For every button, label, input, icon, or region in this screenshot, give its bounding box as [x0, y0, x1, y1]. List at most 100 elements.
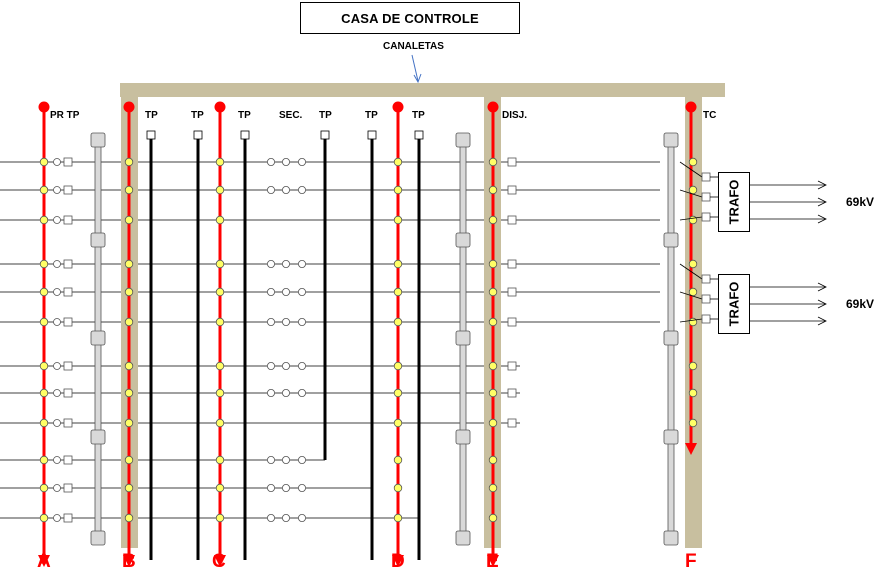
yellow-node [688, 157, 698, 167]
output-arrowhead [817, 299, 827, 309]
pillar-block [455, 232, 471, 248]
pillar-block [455, 530, 471, 546]
pillar-block [455, 330, 471, 346]
tc-square [701, 192, 711, 202]
yellow-node [488, 157, 498, 167]
pillar-block [663, 429, 679, 445]
yellow-node [215, 388, 225, 398]
yellow-node [39, 287, 49, 297]
output-arrowhead [817, 197, 827, 207]
bus-arrowhead [487, 555, 499, 567]
tc-square [701, 212, 711, 222]
breaker-square [507, 259, 517, 269]
yellow-node [215, 361, 225, 371]
pillar-block [455, 429, 471, 445]
bus-arrowhead [392, 555, 404, 567]
yellow-node [39, 215, 49, 225]
white-node [53, 186, 61, 194]
yellow-node [124, 455, 134, 465]
white-node [53, 318, 61, 326]
pillar-block [90, 330, 106, 346]
transformer-connections [679, 161, 827, 326]
yellow-node [215, 455, 225, 465]
yellow-node [393, 215, 403, 225]
tc-link [679, 318, 703, 323]
terminal-square [320, 130, 330, 140]
label-tp-2: TP [191, 110, 204, 121]
sec-switch-node [266, 361, 275, 370]
sec-switch-node [281, 388, 290, 397]
tc-link [679, 291, 703, 300]
white-node [53, 362, 61, 370]
yellow-node [393, 287, 403, 297]
bus-top-dot [123, 101, 135, 113]
canaletas-pointer [411, 54, 422, 84]
pillar-block [455, 132, 471, 148]
terminal-square [63, 418, 73, 428]
bus-top-dot [392, 101, 404, 113]
white-node [53, 456, 61, 464]
sec-switch-node [266, 185, 275, 194]
tc-link [679, 161, 703, 178]
yellow-node [393, 259, 403, 269]
transformer-1-label: TRAFO [726, 179, 742, 225]
yellow-node [488, 185, 498, 195]
pillar-block [90, 132, 106, 148]
label-tc: TC [703, 110, 717, 121]
sec-switch-node [297, 455, 306, 464]
label-disj: DISJ. [502, 110, 528, 121]
yellow-node [393, 513, 403, 523]
terminal-square [63, 157, 73, 167]
label-tp-4: TP [319, 110, 332, 121]
sec-switch-node [297, 483, 306, 492]
sec-switch-node [297, 287, 306, 296]
yellow-node [488, 215, 498, 225]
breaker-square [507, 185, 517, 195]
section-letter-b: B [122, 551, 136, 572]
yellow-node [688, 388, 698, 398]
yellow-node [488, 483, 498, 493]
section-letter-d: D [391, 551, 405, 572]
yellow-node [39, 513, 49, 523]
yellow-node [393, 157, 403, 167]
pointer-line [411, 54, 419, 82]
control-house-title: CASA DE CONTROLE [300, 2, 520, 34]
sec-switch-node [281, 259, 290, 268]
label-tp-6: TP [412, 110, 425, 121]
sec-switch-node [281, 483, 290, 492]
section-letter-a: A [37, 551, 51, 572]
yellow-node [39, 317, 49, 327]
yellow-node [488, 317, 498, 327]
yellow-node [393, 185, 403, 195]
yellow-node [688, 418, 698, 428]
terminal-square [63, 215, 73, 225]
terminal-square [63, 455, 73, 465]
transformer-2-label: TRAFO [726, 281, 742, 327]
yellow-node [688, 287, 698, 297]
sec-switch-node [266, 317, 275, 326]
yellow-node [39, 483, 49, 493]
yellow-node [124, 388, 134, 398]
output-arrowhead [817, 180, 827, 190]
output-arrowhead [817, 214, 827, 224]
channel-vertical [685, 83, 702, 548]
yellow-node [124, 418, 134, 428]
yellow-node [39, 455, 49, 465]
pillar-block [90, 429, 106, 445]
connection-nodes [39, 157, 698, 523]
yellow-node [39, 418, 49, 428]
yellow-node [488, 388, 498, 398]
yellow-node [393, 317, 403, 327]
terminal-square [63, 287, 73, 297]
yellow-node [393, 483, 403, 493]
terminal-square [240, 130, 250, 140]
sec-switch-node [297, 388, 306, 397]
yellow-node [688, 259, 698, 269]
breaker-square [507, 317, 517, 327]
terminal-square [367, 130, 377, 140]
label-sec: SEC. [279, 110, 303, 121]
yellow-node [215, 483, 225, 493]
yellow-node [215, 513, 225, 523]
tc-square [701, 294, 711, 304]
bus-arrowhead [38, 555, 50, 567]
